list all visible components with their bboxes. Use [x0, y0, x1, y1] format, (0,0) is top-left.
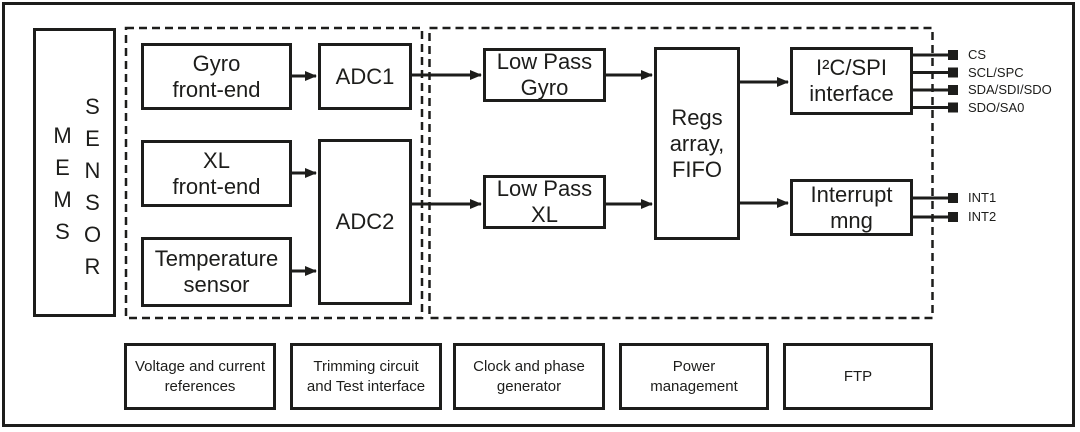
block-gyro-front-end: Gyro front-end: [141, 43, 292, 110]
block-voltage-current-references: Voltage and current references: [124, 343, 276, 410]
pin-label-cs: CS: [968, 47, 987, 62]
block-regs-array-fifo: Regs array, FIFO: [654, 47, 740, 240]
pin-label-int2: INT2: [968, 209, 997, 224]
pin-label-int1: INT1: [968, 190, 997, 205]
block-temperature-sensor: Temperature sensor: [141, 237, 292, 307]
block-trimming-test-interface: Trimming circuit and Test interface: [290, 343, 442, 410]
block-mems-sensor: MEMS SENSOR: [33, 28, 116, 317]
pin-label-sda-sdi-sdo: SDA/SDI/SDO: [968, 82, 1052, 97]
block-power-management: Power management: [619, 343, 769, 410]
pin-label-sdo-sa0: SDO/SA0: [968, 99, 1025, 115]
mems-word: MEMS: [50, 123, 75, 251]
pin-pad-int2: [948, 212, 958, 222]
pin-pad-cs: [948, 50, 958, 60]
block-low-pass-xl: Low Pass XL: [483, 175, 606, 229]
block-xl-front-end: XL front-end: [141, 140, 292, 207]
block-interrupt-mng: Interrupt mng: [790, 179, 913, 236]
block-clock-phase-generator: Clock and phase generator: [453, 343, 605, 410]
pin-pad-scl-spc: [948, 67, 958, 78]
block-low-pass-gyro: Low Pass Gyro: [483, 48, 606, 102]
block-adc1: ADC1: [318, 43, 412, 110]
block-ftp: FTP: [783, 343, 933, 410]
pin-label-scl-spc: SCL/SPC: [968, 64, 1024, 80]
dashed-box-analog-frontend: [124, 26, 424, 320]
dashed-box-digital-section: [428, 26, 934, 320]
block-adc2: ADC2: [318, 139, 412, 305]
pin-pad-sda-sdi-sdo: [948, 85, 958, 95]
sensor-word: SENSOR: [80, 94, 105, 286]
pin-pad-sdo-sa0: [948, 102, 958, 113]
pin-pad-int1: [948, 193, 958, 203]
block-i2c-spi-interface: I²C/SPI interface: [790, 47, 913, 115]
